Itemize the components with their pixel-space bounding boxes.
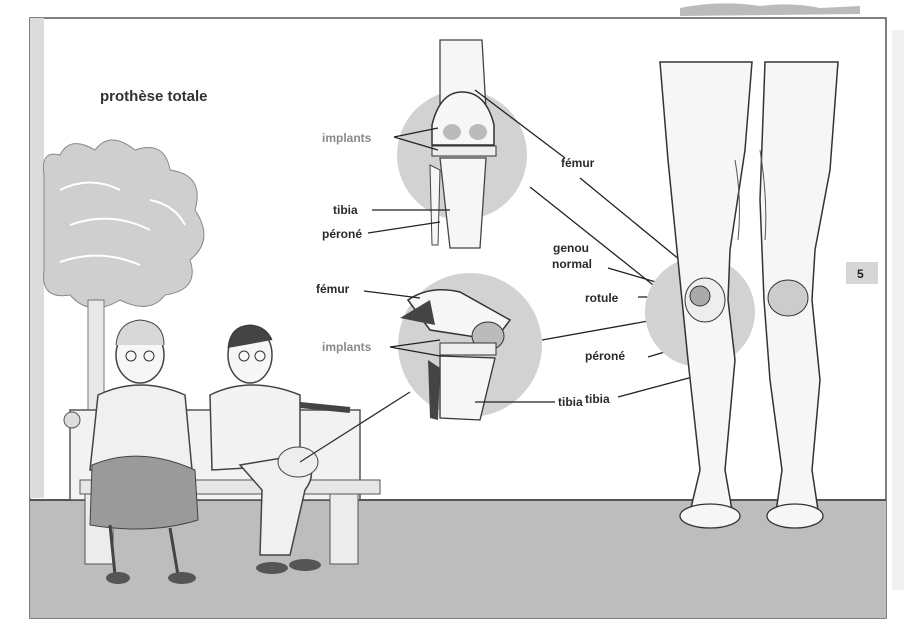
page-number: 5 (857, 267, 864, 281)
label-tibia-top: tibia (333, 203, 358, 217)
title: prothèse totale (100, 88, 208, 105)
label-implants-top: implants (322, 131, 372, 145)
label-rotule: rotule (585, 291, 619, 305)
label-femur-side: fémur (316, 282, 350, 296)
right-edge-shadow (892, 30, 904, 590)
top-scrap (680, 3, 860, 16)
wall-shadow (30, 18, 44, 498)
label-perone-legs: péroné (585, 349, 625, 363)
label-genou-line2: normal (552, 257, 592, 271)
label-implants-side: implants (322, 340, 372, 354)
label-tibia-legs: tibia (585, 392, 610, 406)
label-perone-top: péroné (322, 227, 362, 241)
label-genou-line1: genou (553, 241, 589, 255)
label-femur-top: fémur (561, 156, 595, 170)
label-tibia-side: tibia (558, 395, 583, 409)
